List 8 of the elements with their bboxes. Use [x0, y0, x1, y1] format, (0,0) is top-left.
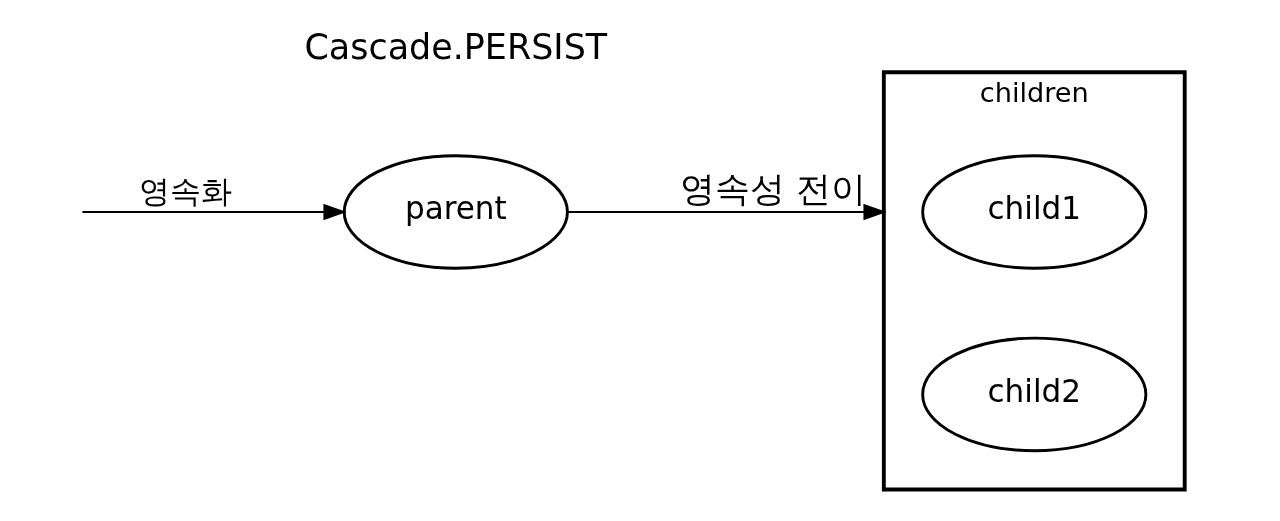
label: Cascade.PERSIST — [303, 27, 607, 68]
edge-label: 영속화 — [138, 172, 232, 209]
node-ellipse: child1 — [920, 154, 1147, 270]
node-ellipse: child2 — [920, 336, 1147, 453]
arrow — [80, 203, 347, 221]
arrow — [566, 203, 887, 221]
node-ellipse: parent — [342, 154, 569, 270]
edge-label: 영속성 전이 — [679, 169, 866, 210]
